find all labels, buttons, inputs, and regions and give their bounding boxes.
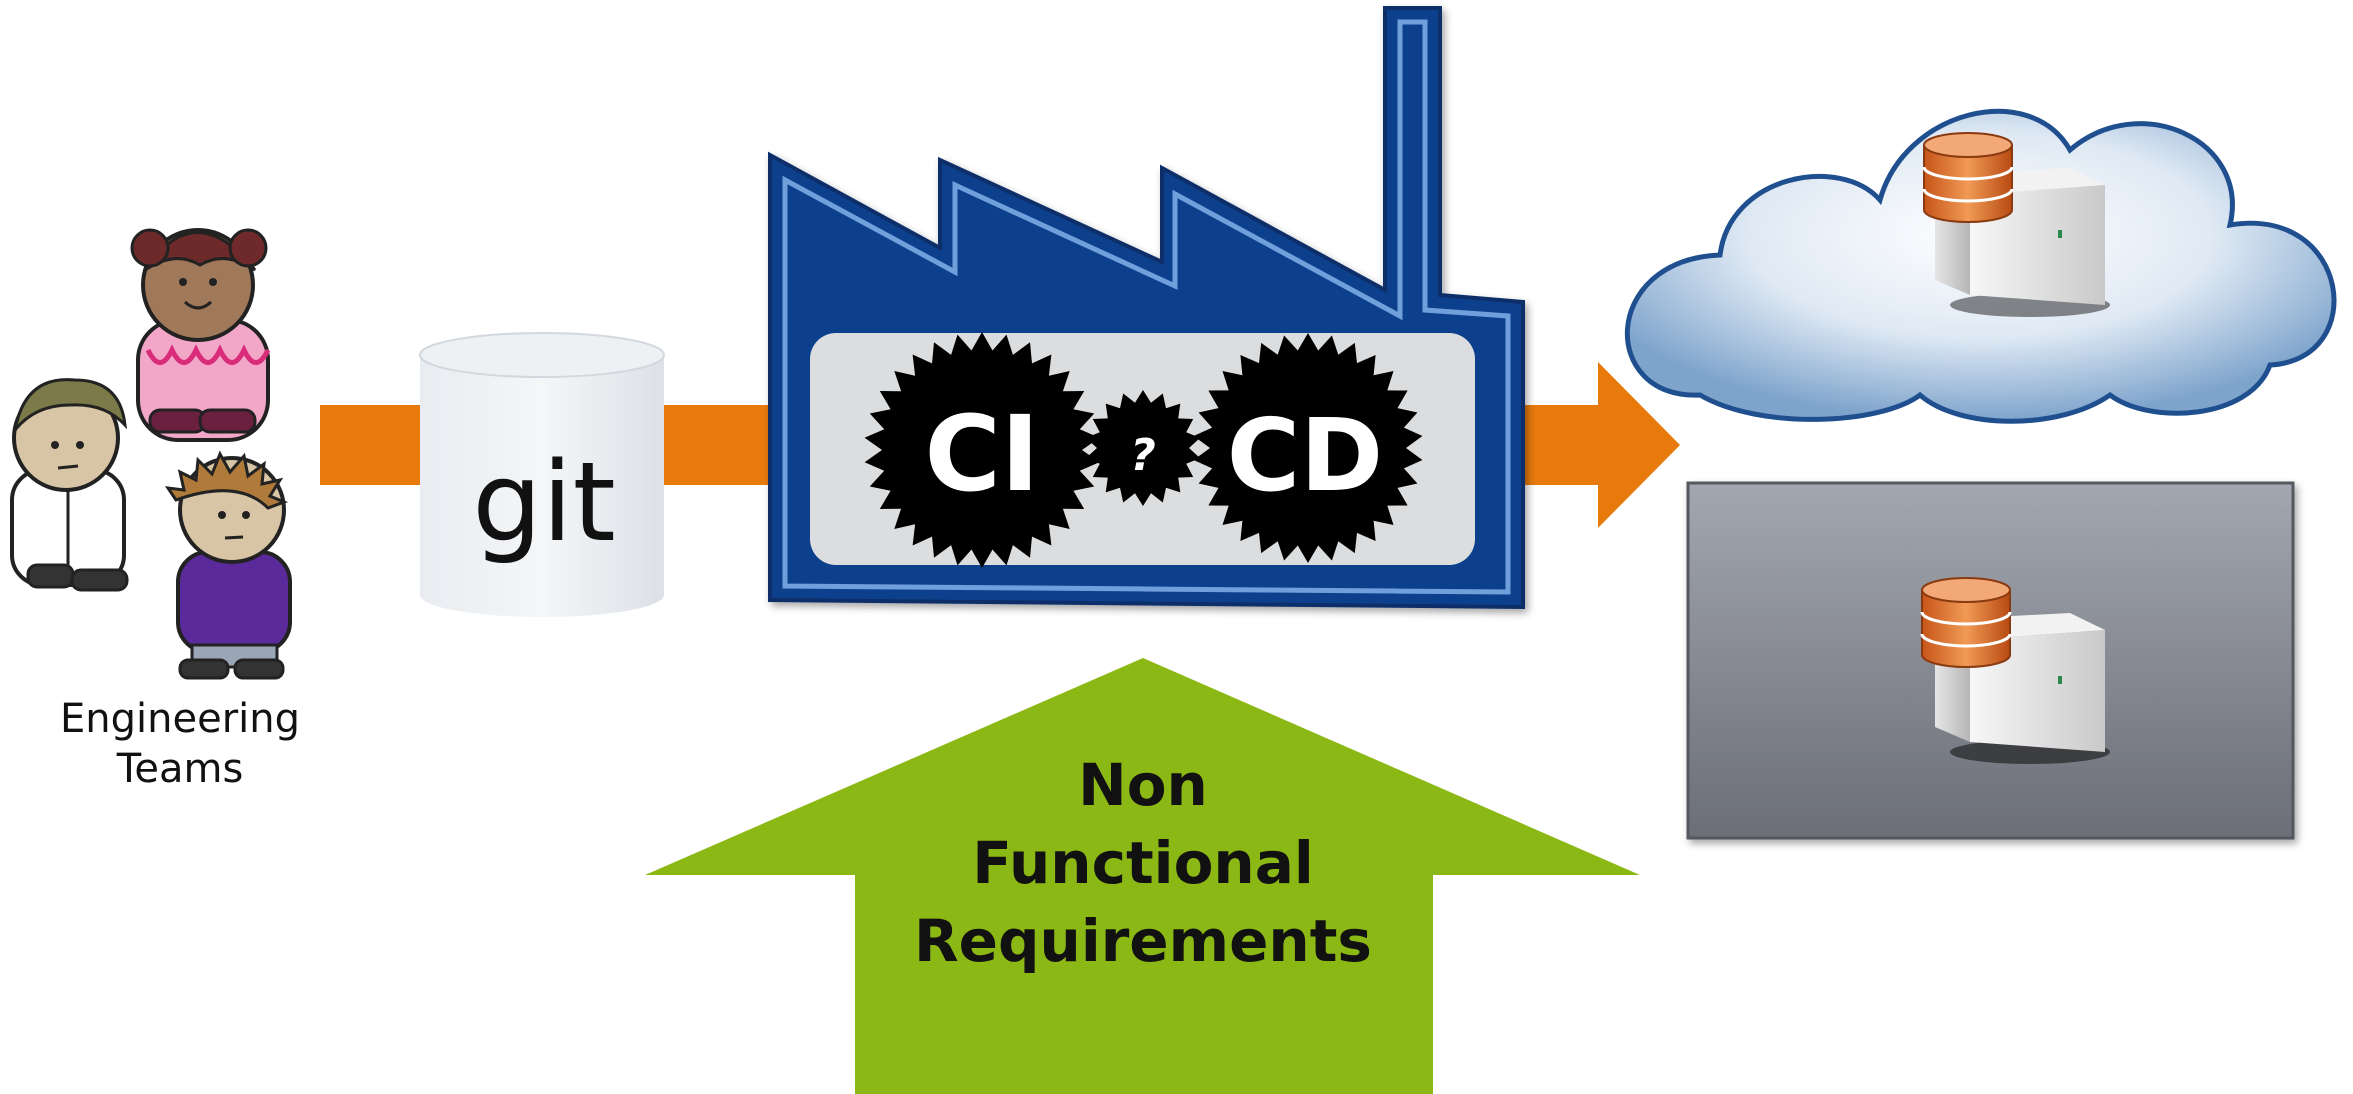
link-label: ?	[1130, 430, 1156, 481]
nfr-arrow	[645, 658, 1640, 1094]
ci-gear-icon	[864, 332, 1100, 568]
engineering-team-illustration	[10, 228, 292, 680]
cd-label: CD	[1227, 397, 1383, 514]
ci-label: CI	[924, 393, 1039, 515]
nfr-line2: Functional	[972, 829, 1313, 897]
person-girl-icon	[130, 228, 271, 442]
cloud-database-icon	[1922, 132, 2014, 223]
flow-arrow-factory-to-deploy	[1520, 362, 1680, 528]
link-gear-icon	[1085, 390, 1201, 506]
flow-arrow-team-to-git	[320, 405, 425, 485]
flow-arrow-git-to-factory	[660, 405, 775, 485]
person-boy-white-icon	[10, 378, 129, 592]
team-label-line1: Engineering	[60, 696, 300, 742]
team-label-line2: Teams	[116, 746, 244, 792]
onprem-server-icon	[1920, 577, 2110, 764]
cloud-server-icon	[1922, 132, 2110, 317]
git-repository-cylinder	[419, 332, 665, 617]
onprem-database-icon	[1920, 577, 2012, 668]
git-label: git	[472, 438, 616, 566]
nfr-line1: Non	[1078, 751, 1208, 819]
person-boy-purple-icon	[164, 450, 292, 680]
nfr-line3: Requirements	[914, 907, 1372, 975]
cd-gear-icon	[1193, 333, 1423, 563]
